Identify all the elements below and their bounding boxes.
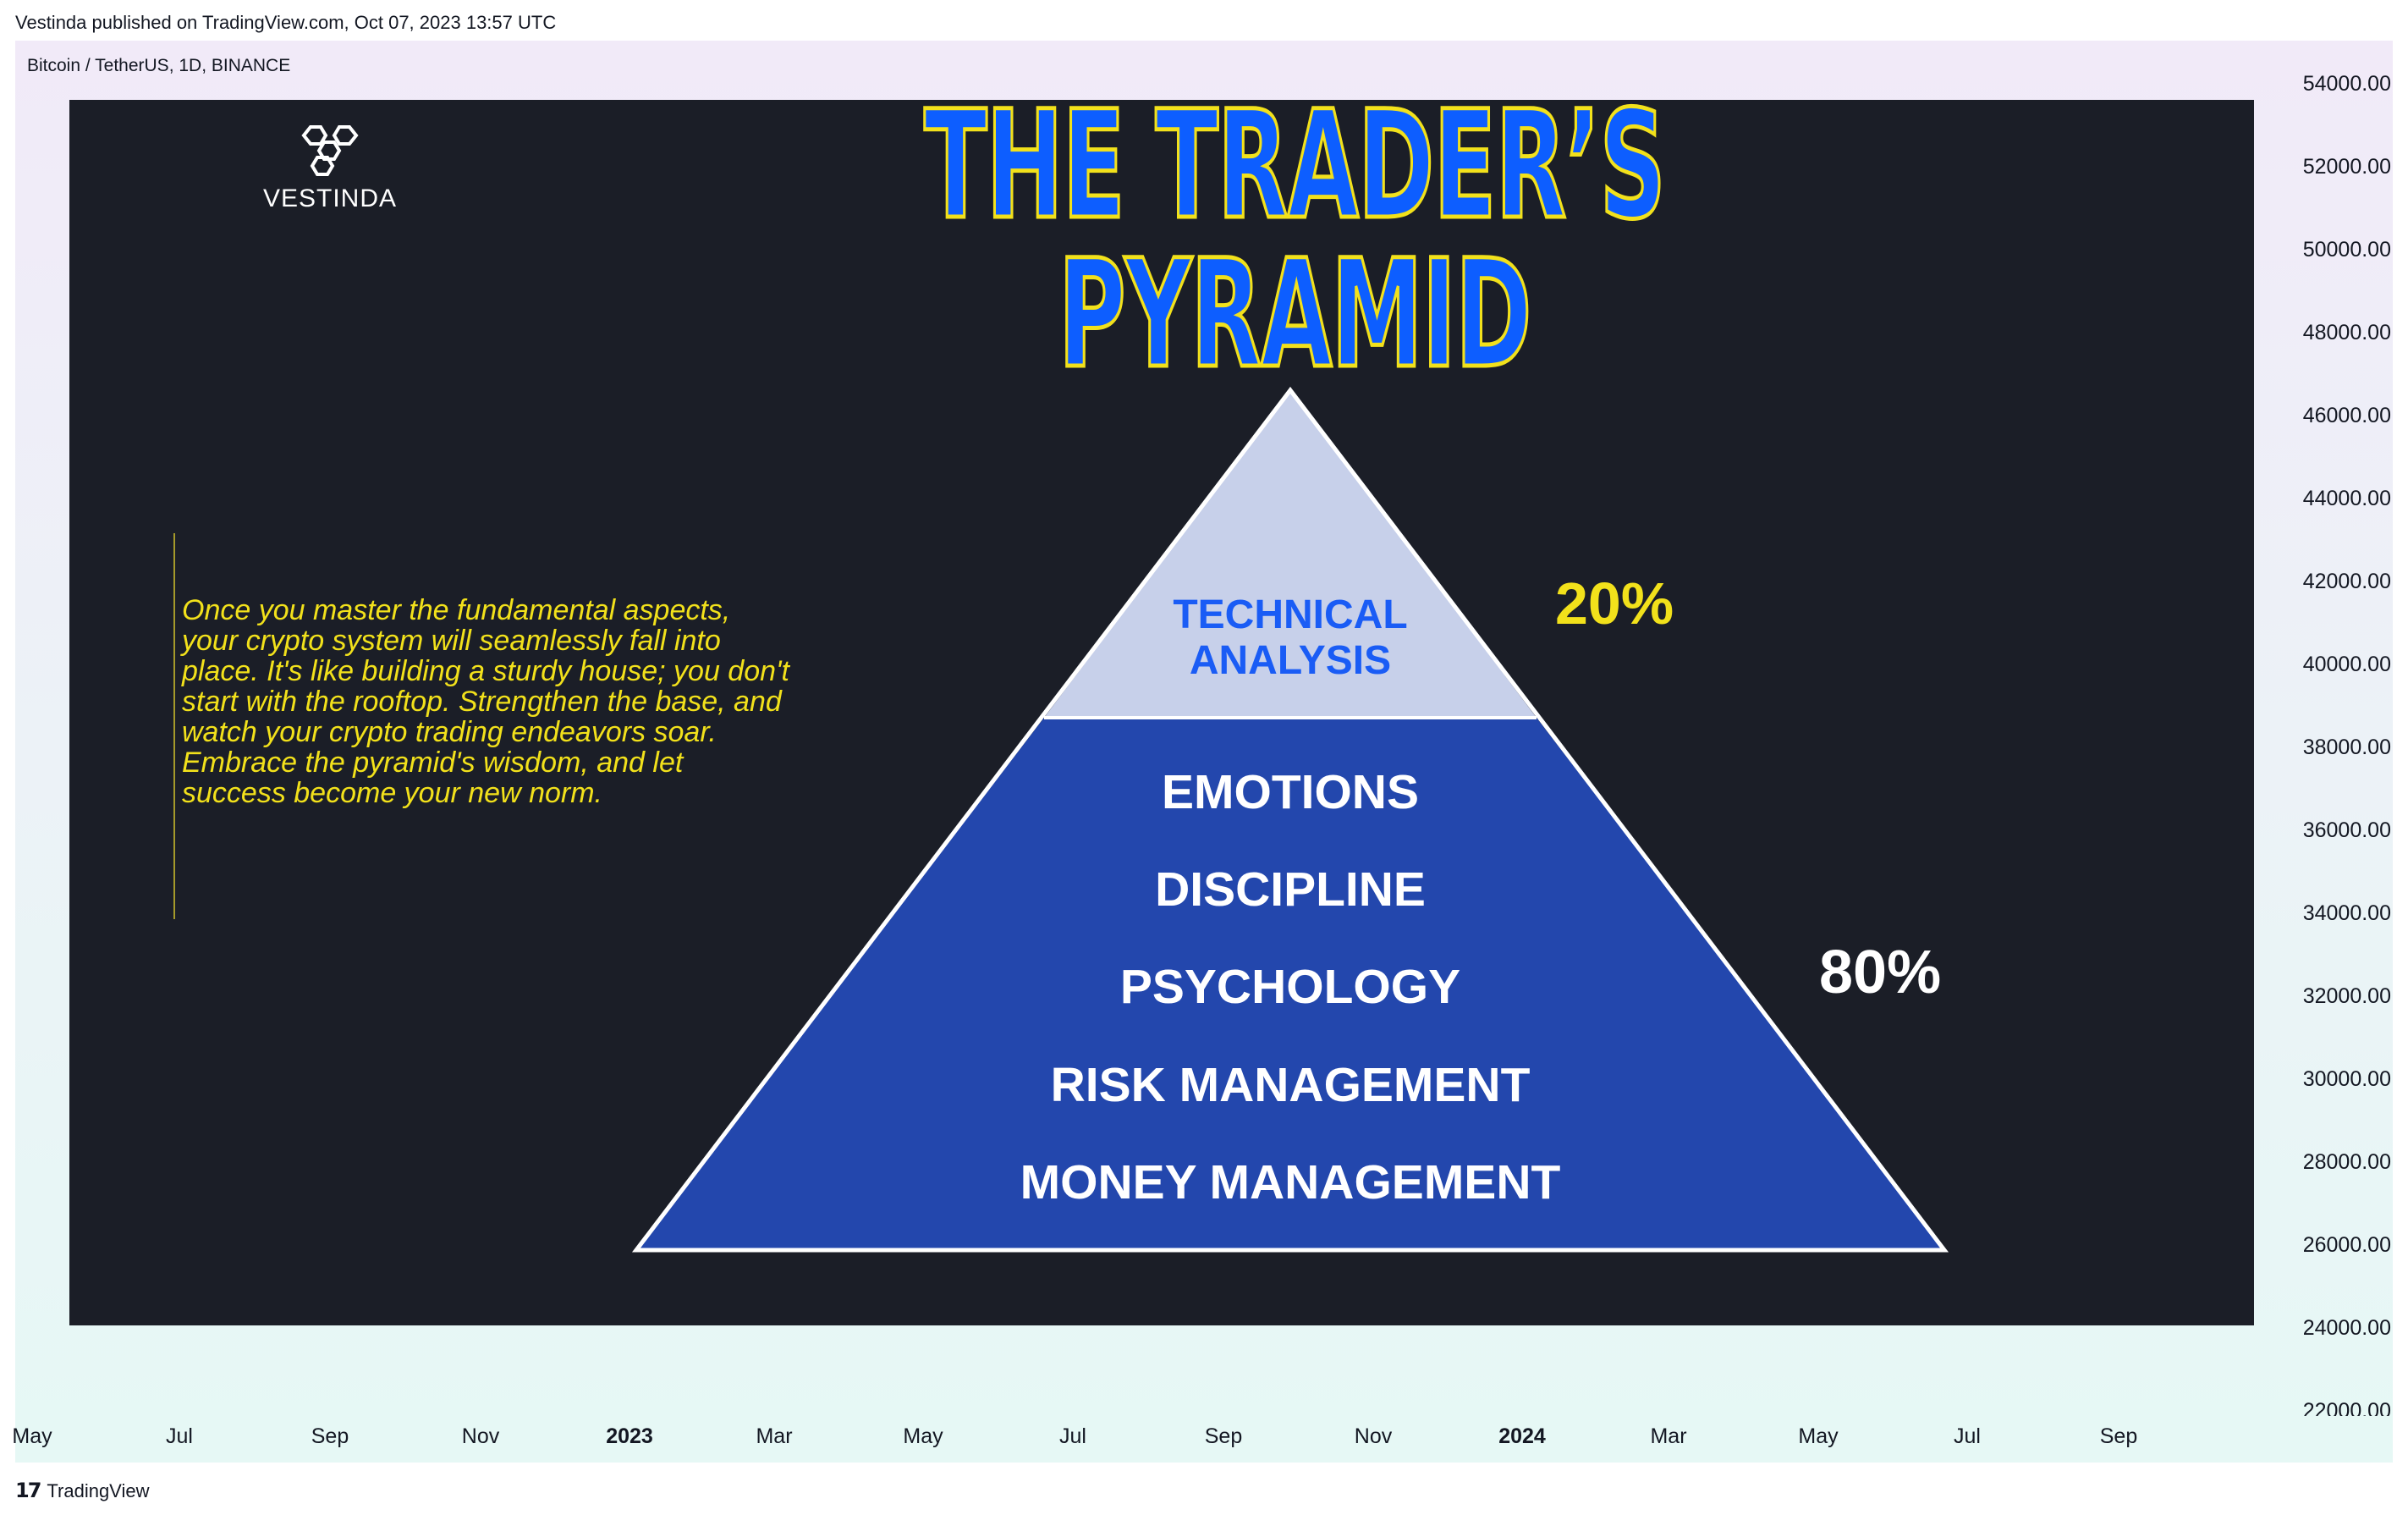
price-axis-label: 22000.00	[2302, 1401, 2391, 1416]
pyramid-top-layer	[1044, 390, 1537, 718]
published-line: Vestinda published on TradingView.com, O…	[15, 12, 557, 33]
vestinda-logo: VESTINDA	[254, 124, 406, 213]
price-axis-label: 30000.00	[2302, 1067, 2391, 1091]
pyramid-title: THE TRADER’S PYRAMID	[923, 79, 1668, 401]
hexagon-cluster-icon	[301, 125, 359, 176]
price-axis-label: 28000.00	[2302, 1150, 2391, 1174]
layer-psychology: PSYCHOLOGY	[1119, 960, 1461, 1014]
time-axis-label: 2023	[606, 1424, 653, 1448]
price-axis-label: 54000.00	[2302, 72, 2391, 96]
tradingview-brand: TradingView	[47, 1479, 150, 1501]
price-axis-label: 48000.00	[2302, 321, 2391, 344]
layer-emotions: EMOTIONS	[1161, 765, 1419, 819]
price-axis-label: 24000.00	[2302, 1316, 2391, 1340]
tradingview-footer[interactable]: 𝟭𝟳 TradingView	[15, 1479, 149, 1503]
time-axis-label: Jul	[166, 1424, 193, 1448]
tradingview-logo-icon: 𝟭𝟳	[15, 1479, 41, 1502]
technical-label: TECHNICAL	[1173, 592, 1408, 637]
pyramid-outline	[631, 386, 1949, 1253]
percent-20: 20%	[1555, 570, 1674, 636]
time-axis-label: Nov	[461, 1424, 500, 1448]
time-axis-label: Jul	[1059, 1424, 1086, 1448]
time-axis-label: Sep	[311, 1424, 349, 1448]
time-axis-label: Nov	[1354, 1424, 1393, 1448]
time-axis-label: Mar	[1650, 1424, 1687, 1448]
time-axis-label: Sep	[1204, 1424, 1243, 1448]
percent-80: 80%	[1819, 939, 1942, 1006]
price-axis-label: 52000.00	[2302, 155, 2391, 179]
logo-text: VESTINDA	[262, 185, 398, 212]
price-axis-label: 50000.00	[2302, 238, 2391, 262]
price-axis-label: 38000.00	[2302, 735, 2391, 759]
time-axis-label: Mar	[756, 1424, 793, 1448]
symbol-legend[interactable]: Bitcoin / TetherUS, 1D, BINANCE	[27, 56, 291, 75]
price-axis-label: 44000.00	[2302, 487, 2391, 510]
layer-risk-management: RISK MANAGEMENT	[1050, 1058, 1531, 1112]
price-axis-label: 40000.00	[2302, 653, 2391, 676]
time-axis-label: May	[12, 1424, 52, 1448]
price-axis-label: 32000.00	[2302, 984, 2391, 1008]
time-axis-label: May	[903, 1424, 943, 1448]
quote-divider	[173, 533, 175, 919]
layer-discipline: DISCIPLINE	[1155, 862, 1426, 917]
price-axis-label: 46000.00	[2302, 404, 2391, 427]
price-axis-label: 34000.00	[2302, 901, 2391, 925]
price-axis-label: 36000.00	[2302, 818, 2391, 842]
time-axis-label: Sep	[2099, 1424, 2138, 1448]
technical-analysis-label: TECHNICAL ANALYSIS	[1108, 592, 1472, 684]
layer-money-management: MONEY MANAGEMENT	[1020, 1155, 1561, 1209]
analysis-label: ANALYSIS	[1189, 638, 1392, 683]
price-axis-label: 42000.00	[2302, 570, 2391, 593]
time-axis-label: 2024	[1498, 1424, 1546, 1448]
time-axis-label: Jul	[1954, 1424, 1981, 1448]
price-axis-label: 26000.00	[2302, 1233, 2391, 1257]
pyramid-base-layer	[636, 718, 1944, 1250]
time-axis-label: May	[1798, 1424, 1839, 1448]
quote-text: Once you master the fundamental aspects,…	[182, 594, 789, 809]
